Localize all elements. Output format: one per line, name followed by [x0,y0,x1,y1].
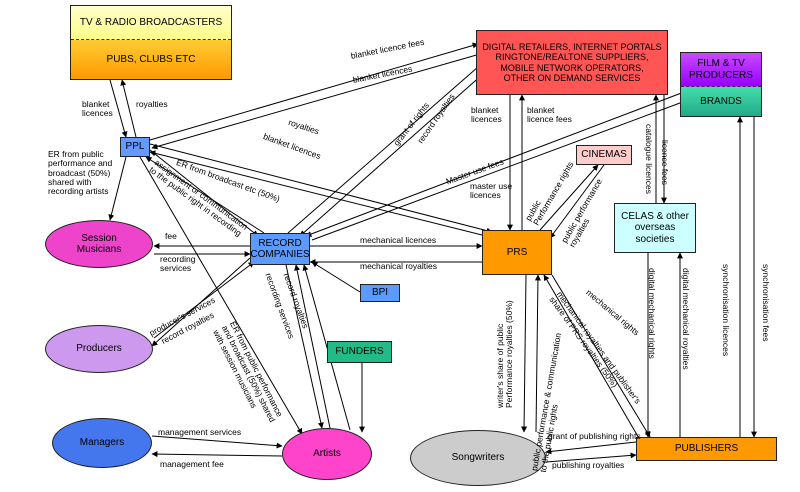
songwriters-ellipse: Songwriters [410,430,546,486]
arrow-ppl-to-session [108,156,127,221]
cinemas-box: CINEMAS [576,145,632,165]
label-writers-share: writer's share of public Performance roy… [495,300,515,408]
label-synchronisation-licences: synchronisation licences [721,264,731,357]
label-mechanical-licences: mechanical licences [360,235,437,245]
label-synchronisation-fees: synchronisation fees [761,264,771,342]
managers-ellipse: Managers [52,418,152,468]
prs-box: PRS [482,230,552,275]
label-management-services: management services [158,427,242,437]
label-digital-mechanical-royalties: digital mechanical royalties [681,268,691,370]
label-recording-services-sm: recording services [160,254,196,274]
label-digital-mechanical-rights: digital mechanical rights [647,268,657,359]
arrow-producers-to-record [153,261,255,339]
digital-line-2: RINGTONE/REALTONE SUPPLIERS, [495,52,649,63]
arrow-bpi-to-record [311,261,361,293]
brands-label: BRANDS [681,87,761,116]
arrow-cinemas-to-prs [549,164,605,239]
label-publishing-royalties: publishing royalties [552,460,625,470]
arrow-prs-to-songwriters [521,274,528,433]
film-tv-title: FILM & TV PRODUCERS [681,53,761,87]
arrow-record-to-artists [285,264,324,429]
label-master-use-licences: master use licences [470,181,513,201]
record-companies-box: RECORD COMPANIES [250,233,310,265]
arrow-digital-to-ppl-licences [151,53,481,150]
arrow-publishers-to-songwriters [545,441,637,455]
film-tv-producers-box: FILM & TV PRODUCERS BRANDS [680,52,762,117]
arrow-artists-to-record [294,264,331,429]
label-royalties-tv: royalties [136,99,168,109]
ppl-box: PPL [120,137,150,157]
label-blanket-licences-digital: blanket licences [471,105,502,125]
arrow-prs-to-ppl-blanket [149,150,487,237]
arrow-digital-to-record-royalties [299,65,493,237]
arrow-songwriters-to-prs [534,274,541,433]
arrow-ppl-to-artists [139,156,303,435]
session-musicians-ellipse: Session Musicians [45,220,153,268]
funders-box: FUNDERS [327,341,392,363]
arrow-ppl-to-prs-royalties [149,143,493,234]
arrow-record-to-ppl [145,156,265,234]
bpi-box: BPI [360,284,400,302]
arrow-artists-to-managers [151,451,283,458]
label-catalogue-licences: catalogue licences [644,124,654,194]
arrow-prs-to-publishers [551,274,651,438]
digital-line-4: OTHER ON DEMAND SERVICES [503,72,641,83]
label-management-fee: management fee [160,459,224,469]
label-mechanical-royalties: mechanical royalties [360,261,438,271]
arrow-prs-to-cinemas [539,164,599,231]
arrow-record-to-digital-grant [287,59,487,234]
label-licence-fees: licence fees [660,140,670,185]
arrow-songwriters-to-publishers [545,452,637,463]
label-grant-publishing-rights: grant of publishing rights [548,431,641,441]
arrow-record-to-film-master [311,99,689,241]
arrow-publishers-to-prs [543,274,641,441]
tv-radio-title: TV & RADIO BROADCASTERS [71,6,231,40]
label-blanket-licence-fees-digital: blanket licence fees [527,105,572,125]
label-er-public-performance: ER from public performance and broadcast… [48,149,113,197]
arrow-film-to-record-master [305,91,685,237]
label-blanket-licences-tv: blanket licences [82,99,113,119]
digital-retailers-box: DIGITAL RETAILERS, INTERNET PORTALS RING… [476,30,668,95]
arrow-managers-to-artists [151,435,283,449]
label-fee: fee [165,231,177,241]
producers-ellipse: Producers [45,325,153,373]
digital-line-3: MOBILE NETWORK OPERATORS, [500,62,644,73]
arrow-ppl-to-record [149,149,259,237]
arrow-ppl-to-tv-royalties [120,79,137,138]
celas-box: CELAS & other overseas societies [614,203,696,253]
digital-line-1: DIGITAL RETAILERS, INTERNET PORTALS [482,41,662,52]
arrow-tv-to-ppl-blanket [109,79,128,138]
artists-ellipse: Artists [282,428,372,480]
arrow-ppl-to-digital-fees [149,42,479,141]
tv-radio-broadcasters-box: TV & RADIO BROADCASTERS PUBS, CLUBS ETC [70,5,232,80]
publishers-box: PUBLISHERS [636,437,777,461]
pubs-clubs-label: PUBS, CLUBS ETC [71,40,231,79]
